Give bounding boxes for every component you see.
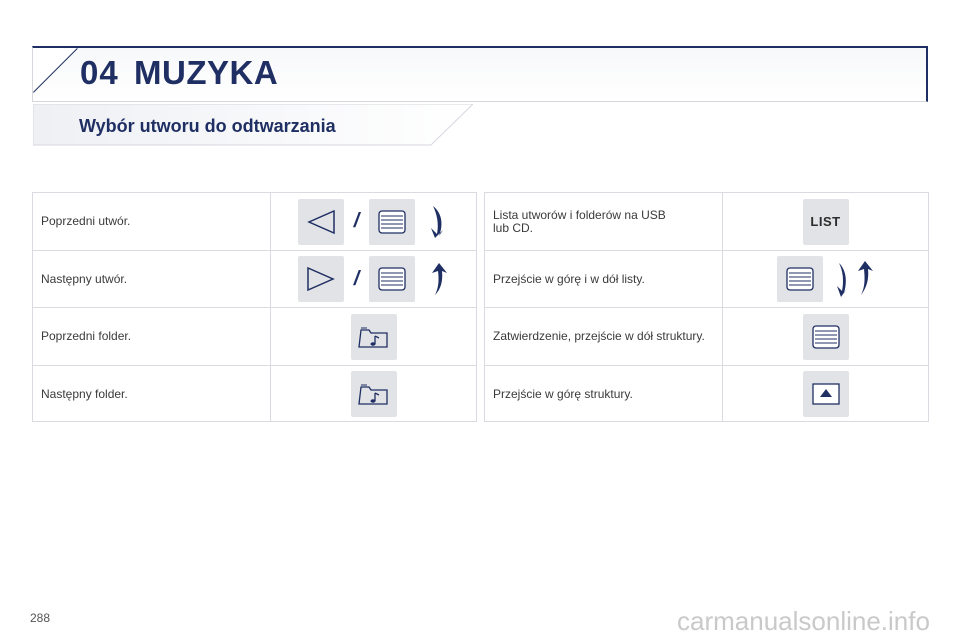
row-icons xyxy=(723,308,928,365)
scroll-wheel-button[interactable] xyxy=(369,198,416,245)
table-row: Lista utworów i folderów na USB lub CD. … xyxy=(485,193,928,251)
row-icons: / xyxy=(271,193,476,250)
table-row: Poprzedni folder. xyxy=(33,308,476,366)
watermark: carmanualsonline.info xyxy=(677,606,930,636)
row-label: Przejście w górę i w dół listy. xyxy=(485,251,723,307)
row-label: Zatwierdzenie, przejście w dół struktury… xyxy=(485,308,723,365)
previous-folder-button[interactable] xyxy=(350,313,397,360)
left-controls-table: Poprzedni utwór. / Na xyxy=(32,192,477,422)
section-banner xyxy=(33,104,473,146)
row-label: Poprzedni folder. xyxy=(33,308,271,365)
wheel-icon xyxy=(785,267,814,291)
triangle-left-icon xyxy=(306,209,335,234)
table-row: Przejście w górę i w dół listy. xyxy=(485,251,928,308)
wheel-icon xyxy=(811,324,840,349)
music-folder-icon xyxy=(357,327,388,348)
scroll-wheel-button[interactable] xyxy=(802,313,849,360)
back-up-button[interactable] xyxy=(802,371,849,417)
row-label: Przejście w górę struktury. xyxy=(485,366,723,422)
scroll-wheel-button[interactable] xyxy=(776,256,823,302)
list-button-label: LIST xyxy=(810,214,841,229)
wheel-icon xyxy=(378,209,406,234)
wheel-icon xyxy=(378,267,406,291)
arrow-down-icon xyxy=(431,205,444,238)
scroll-wheel-button[interactable] xyxy=(369,256,416,302)
list-button[interactable]: LIST xyxy=(802,198,849,245)
page-number: 288 xyxy=(30,611,51,625)
separator-slash: / xyxy=(353,210,360,232)
chapter-number: 04 xyxy=(80,54,119,91)
eject-up-icon xyxy=(811,383,840,405)
row-icons xyxy=(271,366,476,422)
next-folder-button[interactable] xyxy=(350,371,397,417)
row-label: Lista utworów i folderów na USB lub CD. xyxy=(485,193,723,250)
arrow-up-down-icon xyxy=(836,261,873,297)
row-icons xyxy=(723,366,928,422)
row-icons: LIST xyxy=(723,193,928,250)
section-title: Wybór utworu do odtwarzania xyxy=(79,116,336,136)
table-row: Następny utwór. / xyxy=(33,251,476,308)
row-icons: / xyxy=(271,251,476,307)
triangle-right-icon xyxy=(306,266,335,292)
row-icons xyxy=(271,308,476,365)
chapter-title: MUZYKA xyxy=(134,54,279,91)
separator-slash: / xyxy=(353,267,360,290)
row-icons xyxy=(723,251,928,307)
table-row: Następny folder. xyxy=(33,366,476,422)
table-row: Zatwierdzenie, przejście w dół struktury… xyxy=(485,308,928,366)
header-corner-decoration xyxy=(33,48,78,93)
chapter-header xyxy=(32,46,928,102)
arrow-up-icon xyxy=(432,263,448,295)
row-label: Poprzedni utwór. xyxy=(33,193,271,250)
row-label: Następny utwór. xyxy=(33,251,271,307)
previous-button[interactable] xyxy=(297,198,344,245)
row-label: Następny folder. xyxy=(33,366,271,422)
table-row: Poprzedni utwór. / xyxy=(33,193,476,251)
right-controls-table: Lista utworów i folderów na USB lub CD. … xyxy=(484,192,929,422)
music-folder-icon xyxy=(357,384,388,405)
table-row: Przejście w górę struktury. xyxy=(485,366,928,422)
next-button[interactable] xyxy=(297,256,344,302)
